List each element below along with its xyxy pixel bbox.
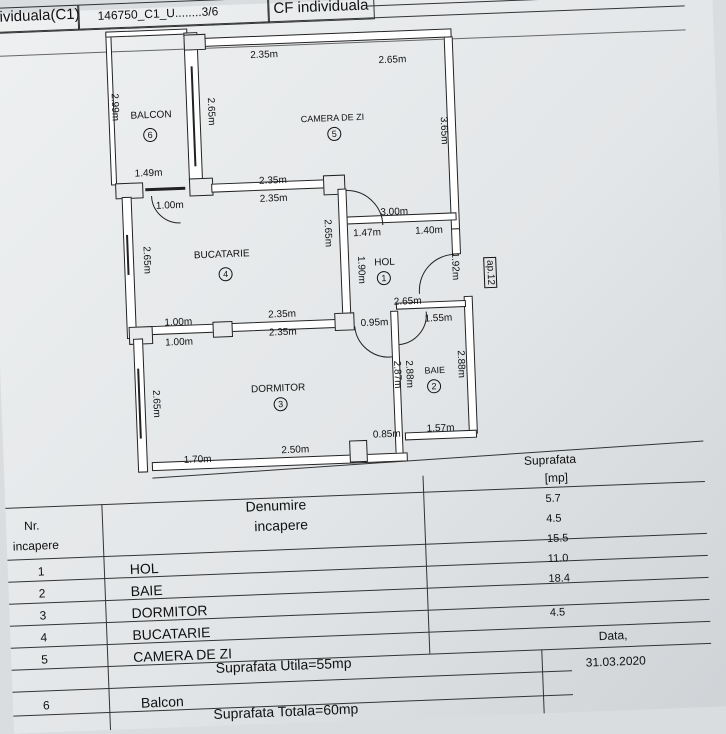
dim-label: 2.35m bbox=[250, 49, 279, 62]
door-arc-dorm bbox=[354, 326, 392, 358]
col-header-name-2: incapere bbox=[253, 516, 309, 535]
dim-label: 2.35m bbox=[259, 192, 288, 205]
col-header-nr-2: incapere bbox=[12, 537, 60, 554]
data-value: 31.03.2020 bbox=[585, 653, 647, 670]
dim-label: 3.65m bbox=[437, 116, 450, 145]
row-nr: 6 bbox=[42, 698, 50, 713]
dim-label: 2.35m bbox=[268, 326, 297, 339]
dim-label: 2.88m bbox=[454, 350, 467, 379]
dim-label: 2.35m bbox=[258, 174, 288, 187]
dim-label: 2.65m bbox=[393, 295, 422, 308]
row-area: 15.5 bbox=[546, 532, 569, 546]
dim-label: 1.00m bbox=[155, 199, 184, 212]
dim-label: 2.65m bbox=[204, 97, 217, 126]
row-area: 18.4 bbox=[548, 572, 571, 586]
row-area: 4.5 bbox=[546, 512, 562, 526]
dim-label: 1.92m bbox=[448, 252, 462, 281]
dim-label: 2.65m bbox=[150, 389, 163, 418]
dim-label: 2.87m bbox=[391, 360, 404, 389]
dim-label: 0.95m bbox=[360, 317, 389, 330]
col-header-area-2: [mp] bbox=[544, 470, 569, 486]
door-arc-hol bbox=[418, 253, 455, 294]
room-label-balcon: BALCON bbox=[130, 109, 172, 122]
row-nr: 4 bbox=[40, 630, 48, 645]
col-header-area-1: Suprafata bbox=[523, 451, 577, 468]
dim-label: 1.00m bbox=[164, 316, 193, 329]
dim-label: 1.47m bbox=[352, 227, 382, 240]
ap-label: ap.12 bbox=[483, 256, 498, 289]
room-label-baie: BAIE bbox=[424, 364, 446, 376]
room-label-dormitor: DORMITOR bbox=[250, 382, 306, 396]
room-label-bucatarie: BUCATARIE bbox=[193, 248, 250, 262]
dim-label: 0.85m bbox=[372, 428, 401, 441]
outer-line bbox=[152, 440, 704, 479]
dim-label: 2.35m bbox=[267, 308, 297, 321]
data-label: Data, bbox=[598, 628, 628, 644]
row-name: DORMITOR bbox=[131, 602, 208, 622]
row-name: Balcon bbox=[140, 693, 185, 711]
row-area: 4.5 bbox=[549, 606, 566, 620]
room-label-hol: HOL bbox=[374, 256, 396, 269]
door-arc-zi bbox=[345, 190, 384, 226]
dim-label: 2.65m bbox=[378, 54, 407, 67]
row-nr: 1 bbox=[37, 564, 45, 579]
dim-label: 3.00m bbox=[380, 206, 409, 219]
col-header-name-1: Denumire bbox=[245, 496, 307, 515]
row-name: BAIE bbox=[130, 581, 163, 600]
dim-label: 1.57m bbox=[426, 422, 455, 435]
dim-label: 1.90m bbox=[355, 255, 368, 285]
dim-label: 1.40m bbox=[414, 224, 444, 237]
door-arc-baie bbox=[399, 311, 427, 346]
row-area: 5.7 bbox=[545, 492, 561, 506]
dim-label: 2.65m bbox=[321, 219, 334, 248]
row-nr: 3 bbox=[39, 608, 47, 623]
dim-label: 2.50m bbox=[281, 444, 310, 457]
dim-label: 1.49m bbox=[134, 167, 163, 180]
row-area: 11.0 bbox=[547, 552, 569, 566]
door-arc-balcon bbox=[151, 195, 181, 224]
dim-label: 2.99m bbox=[108, 93, 121, 122]
dim-label: 1.70m bbox=[183, 453, 212, 466]
row-nr: 5 bbox=[40, 652, 49, 667]
dim-label: 2.65m bbox=[140, 246, 153, 275]
dim-label: 2.88m bbox=[403, 360, 416, 389]
row-name: HOL bbox=[129, 560, 159, 578]
dim-label: 1.55m bbox=[424, 312, 453, 325]
col-header-nr-1: Nr. bbox=[23, 518, 40, 534]
row-nr: 2 bbox=[38, 586, 46, 601]
dim-label: 1.00m bbox=[164, 336, 194, 349]
row-name: BUCATARIE bbox=[132, 624, 211, 644]
